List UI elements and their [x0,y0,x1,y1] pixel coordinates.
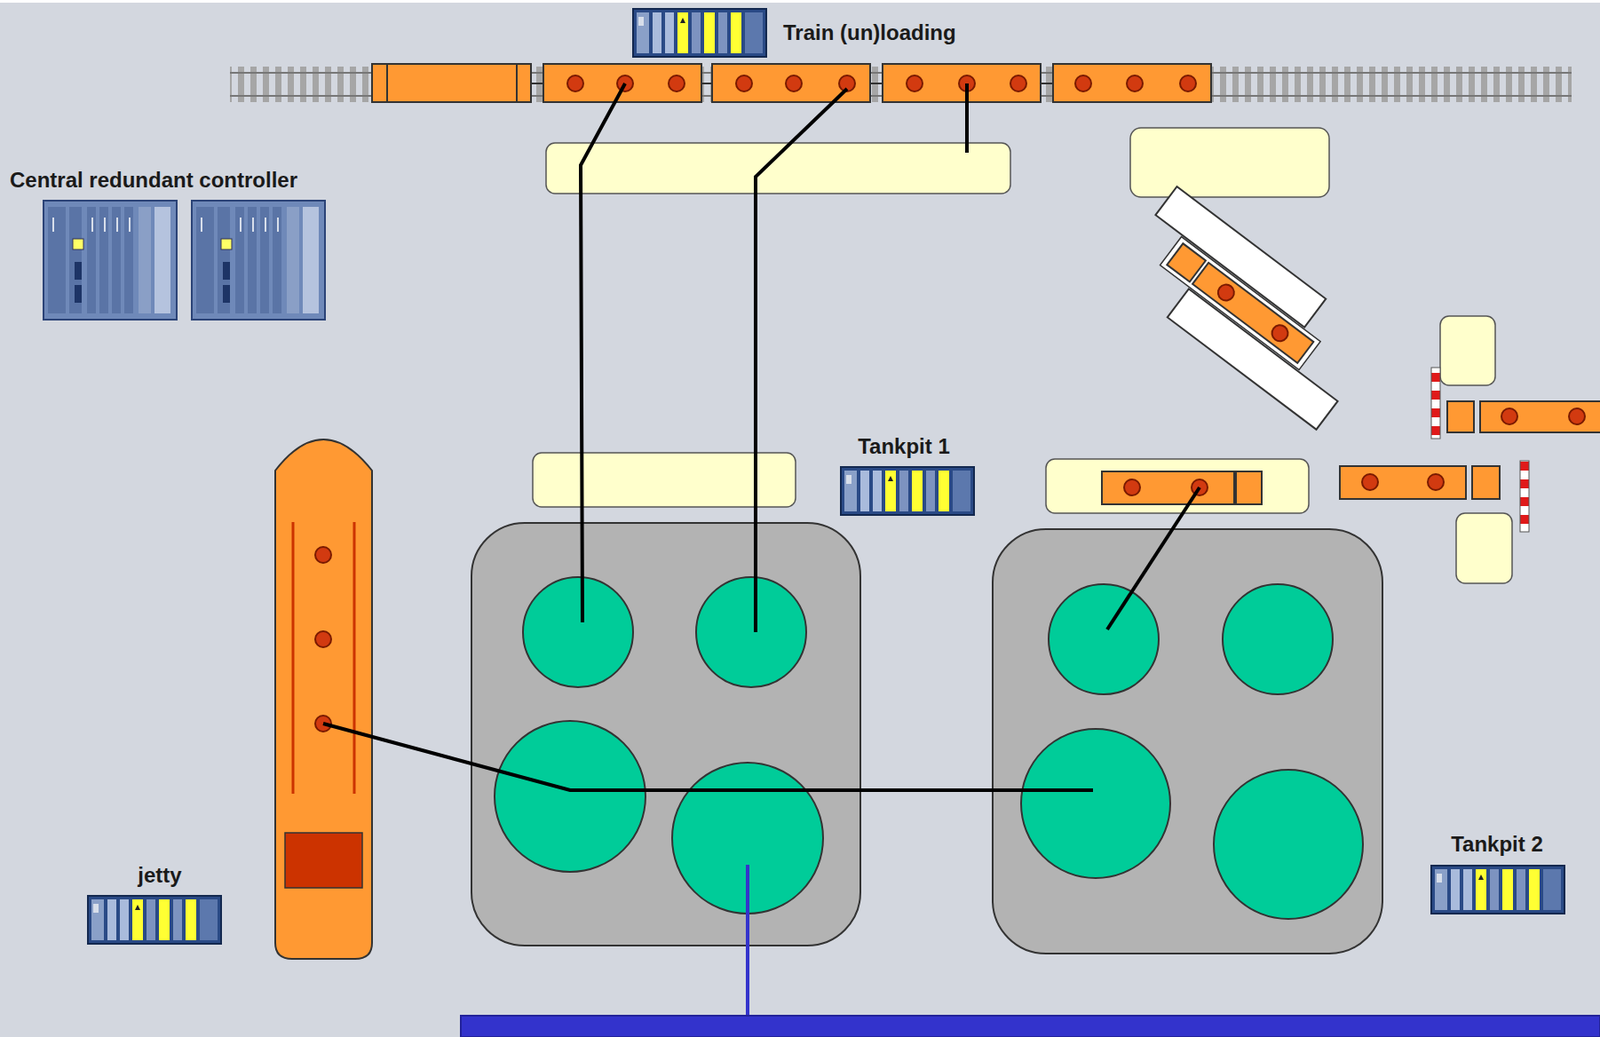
station-label: Tankpit 2 [1450,831,1544,857]
station-label: jetty [137,863,182,888]
controller-label: Central redundant controller [9,167,298,193]
station-label: Train (un)loading [783,20,957,46]
station-label: Tankpit 1 [857,434,951,460]
